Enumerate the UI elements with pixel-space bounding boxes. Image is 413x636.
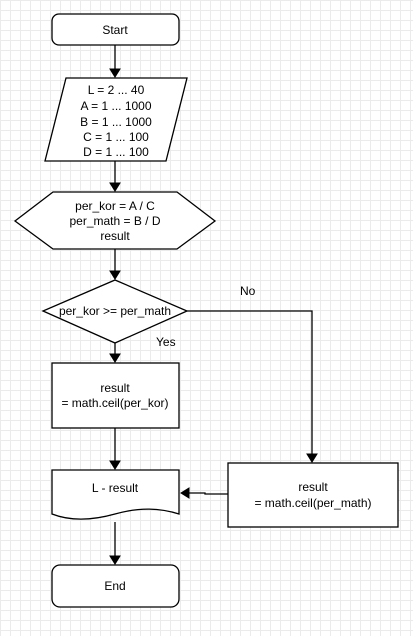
input-line-4: C = 1 ... 100: [83, 130, 149, 144]
arrowhead: [109, 460, 121, 470]
start-node: Start: [51, 13, 180, 46]
input-line-5: D = 1 ... 100: [83, 145, 149, 159]
arrowhead: [180, 487, 190, 499]
arrowhead: [109, 555, 121, 565]
input-line-2: A = 1 ... 1000: [80, 99, 151, 113]
start-label: Start: [102, 23, 128, 37]
arrowhead: [109, 353, 121, 363]
input-line-3: B = 1 ... 1000: [80, 115, 152, 129]
prep-node: per_kor = A / C per_math = B / D result: [13, 191, 217, 250]
prep-line-3: result: [100, 229, 130, 243]
input-line-1: L = 2 ... 40: [88, 83, 145, 97]
result-math-line-1: result: [298, 480, 328, 494]
prep-line-1: per_kor = A / C: [75, 199, 155, 213]
arrowhead: [109, 68, 121, 78]
edge-decision-no: [187, 310, 313, 455]
input-node: L = 2 ... 40 A = 1 ... 1000 B = 1 ... 10…: [44, 77, 188, 162]
end-node: End: [51, 564, 180, 608]
arrowhead: [109, 182, 121, 192]
decision-label: per_kor >= per_math: [59, 304, 171, 318]
result-kor-line-2: = math.ceil(per_kor): [61, 396, 168, 410]
edges: [109, 45, 318, 565]
arrowhead: [306, 453, 318, 463]
result-kor-node: result = math.ceil(per_kor): [51, 362, 180, 429]
no-label: No: [240, 284, 256, 298]
end-label: End: [104, 579, 125, 593]
output-label: L - result: [92, 481, 139, 495]
prep-line-2: per_math = B / D: [69, 214, 160, 228]
result-math-node: result = math.ceil(per_math): [227, 462, 399, 528]
edge-math-to-output: [188, 492, 228, 495]
arrowhead: [109, 270, 121, 280]
output-node: L - result: [51, 469, 180, 520]
result-math-line-2: = math.ceil(per_math): [254, 496, 371, 510]
result-kor-line-1: result: [100, 381, 130, 395]
decision-node: per_kor >= per_math: [41, 279, 189, 344]
yes-label: Yes: [156, 335, 176, 349]
